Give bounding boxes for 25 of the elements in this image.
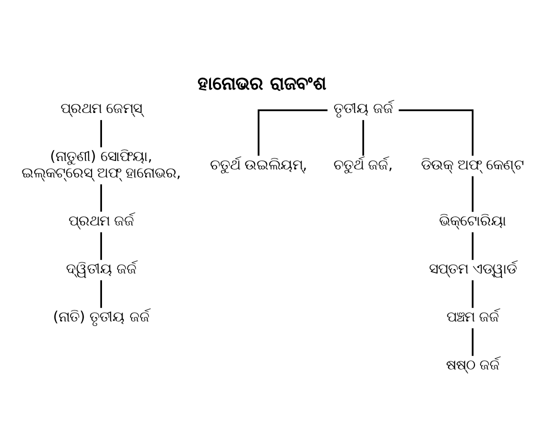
- connector: [362, 120, 364, 156]
- node-text: ଚତୁର୍ଥ ଜର୍ଜ,: [334, 156, 393, 173]
- node-text: ସପ୍ତମ ଏଡ୍‌ୱାର୍ଡ: [428, 260, 516, 277]
- connector: [100, 184, 102, 212]
- connector: [100, 120, 102, 147]
- connector: [258, 108, 328, 156]
- connector: [100, 232, 102, 260]
- node-text: ଷଷ୍ଠ ଜର୍ଜ: [446, 356, 500, 373]
- node-text: ଦ୍ୱିତୀୟ ଜର୍ଜ: [66, 260, 136, 277]
- connector: [472, 176, 474, 212]
- node-text: ପ୍ରଥମ ଜେମ୍ସ୍: [60, 100, 142, 117]
- connector: [398, 108, 474, 156]
- node-text: ପଞ୍ଚମ ଜର୍ଜ: [446, 308, 499, 325]
- connector: [472, 328, 474, 356]
- node-text: ପ୍ରଥମ ଜର୍ଜ: [68, 212, 134, 229]
- connector: [100, 280, 102, 308]
- node-text: ତୃତୀୟ ଜର୍ଜ: [333, 100, 394, 117]
- node-text: (ନାତି) ତୃତୀୟ ଜର୍ଜ: [52, 308, 150, 325]
- connector: [472, 280, 474, 308]
- node-text: (ନାତୁଣୀ) ସୋଫିୟା, ଇଲ୍‌କଟ୍ରେସ୍‌ ଅଫ୍ ହାନୋଭର,: [21, 148, 182, 181]
- node-text: ଭିକ୍ଟୋରିୟା: [439, 212, 506, 229]
- node-text: ଚତୁର୍ଥ ଉଇଲିୟମ୍,: [210, 156, 308, 173]
- node-text: ଡିଉକ୍ ଅଫ୍ କେଣ୍ଟ: [421, 156, 524, 173]
- diagram-title: ହାନୋଭର ରାଜବଂଶ: [198, 72, 326, 94]
- connector: [472, 232, 474, 260]
